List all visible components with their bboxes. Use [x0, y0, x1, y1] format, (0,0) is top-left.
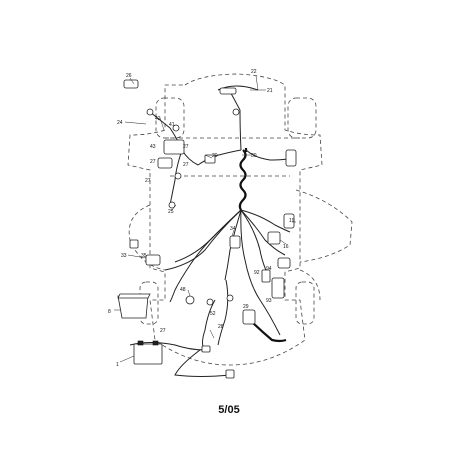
- callout-24: 24: [117, 120, 123, 126]
- callout-27e: 27: [160, 328, 166, 334]
- callout-21: 21: [267, 88, 273, 94]
- callout-8: 8: [108, 309, 111, 315]
- callout-92: 92: [254, 270, 260, 276]
- callout-27a: 27: [183, 144, 189, 150]
- callout-27b: 27: [150, 159, 156, 165]
- callout-1: 1: [116, 362, 119, 368]
- leader-lines: [114, 75, 296, 363]
- callout-27d: 27: [145, 178, 151, 184]
- callout-52: 52: [210, 311, 216, 317]
- callout-25: 25: [168, 209, 174, 215]
- battery-tray-part: [117, 295, 149, 319]
- battery-part: [133, 343, 163, 365]
- harness-wires: [129, 85, 293, 377]
- callout-94: 94: [266, 266, 272, 272]
- callout-43: 43: [150, 144, 156, 150]
- callout-27c: 27: [183, 162, 189, 168]
- solenoid-part: [163, 139, 185, 155]
- callout-35: 35: [141, 253, 147, 259]
- callout-41: 41: [169, 122, 175, 128]
- date-code: 5/05: [218, 404, 240, 416]
- callout-28: 28: [218, 324, 224, 330]
- callout-93: 93: [266, 298, 272, 304]
- callout-26: 26: [126, 73, 132, 79]
- callout-labels: 26 22 21 24 42 41 43 27 27 27 27 20 30 2…: [108, 69, 295, 368]
- harness-coil: [238, 148, 248, 211]
- components: [117, 79, 297, 379]
- callout-42: 42: [155, 116, 161, 122]
- ignition-switch-part: [123, 79, 139, 89]
- callout-19: 19: [289, 218, 295, 224]
- callout-48: 48: [180, 287, 186, 293]
- callout-33: 33: [121, 253, 127, 259]
- callout-30: 30: [251, 153, 257, 159]
- callout-20: 20: [212, 153, 218, 159]
- callout-34: 34: [230, 226, 236, 232]
- callout-22: 22: [251, 69, 257, 75]
- callout-16: 16: [283, 244, 289, 250]
- callout-29: 29: [243, 304, 249, 310]
